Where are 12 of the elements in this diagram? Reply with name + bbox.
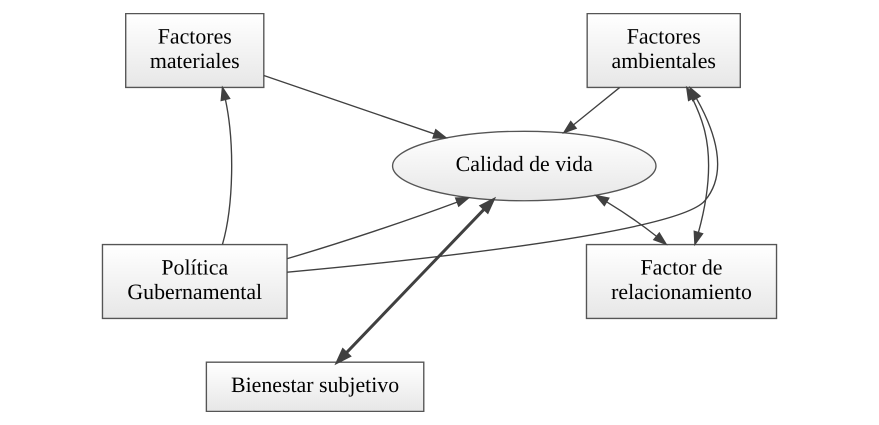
arrow: [334, 196, 496, 366]
arrow: [264, 74, 448, 139]
arrow: [287, 197, 471, 260]
node-box: Política Gubernamental: [102, 244, 288, 320]
node-box: Factores materiales: [125, 12, 264, 88]
node-box: Factores ambientales: [586, 12, 741, 88]
node-ellipse: Calidad de vida: [392, 130, 657, 202]
arrow: [220, 86, 232, 244]
arrow: [594, 194, 668, 246]
node-box: Bienestar subjetivo: [206, 361, 424, 412]
node-box: Factor de relacionamiento: [586, 244, 778, 320]
arrow: [562, 87, 620, 134]
